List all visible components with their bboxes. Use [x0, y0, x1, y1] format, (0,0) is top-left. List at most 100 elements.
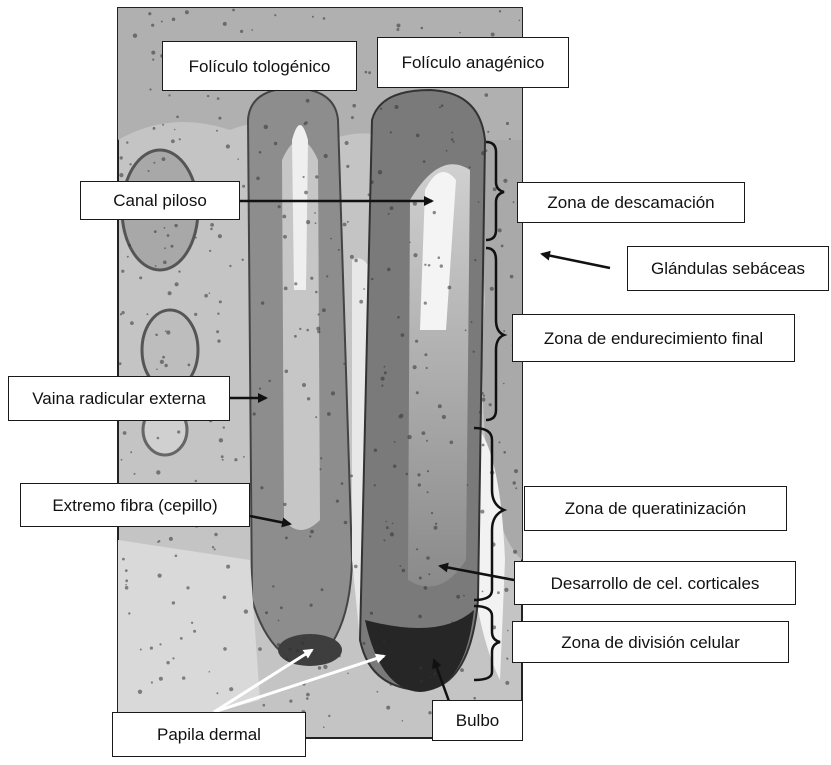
tissue-speckle	[162, 124, 164, 126]
tissue-speckle	[501, 245, 504, 248]
tissue-speckle	[424, 586, 428, 590]
tissue-speckle	[323, 726, 325, 728]
tissue-speckle	[168, 94, 170, 96]
tissue-speckle	[280, 606, 283, 609]
tissue-speckle	[451, 621, 453, 623]
tissue-speckle	[162, 157, 166, 161]
tissue-speckle	[416, 548, 418, 550]
tissue-speckle	[390, 532, 394, 536]
tissue-speckle	[152, 59, 154, 61]
tissue-speckle	[428, 264, 431, 267]
tissue-speckle	[214, 548, 216, 550]
tissue-speckle	[330, 238, 332, 240]
tissue-speckle	[229, 265, 231, 267]
tissue-speckle	[415, 340, 418, 343]
tissue-speckle	[223, 596, 227, 600]
label-shedding-zone: Zona de descamación	[517, 182, 745, 223]
tissue-speckle	[210, 223, 214, 227]
tissue-speckle	[285, 537, 288, 540]
tissue-speckle	[172, 657, 174, 659]
tissue-speckle	[483, 395, 485, 397]
tissue-speckle	[283, 503, 286, 506]
tissue-speckle	[506, 658, 508, 660]
tissue-speckle	[309, 535, 311, 537]
tissue-speckle	[498, 228, 502, 232]
tissue-speckle	[503, 451, 506, 454]
tissue-speckle	[383, 539, 385, 541]
tissue-speckle	[209, 250, 211, 252]
tissue-speckle	[209, 292, 211, 294]
tissue-speckle	[513, 550, 517, 554]
tissue-speckle	[125, 569, 128, 572]
tissue-speckle	[178, 270, 180, 272]
tissue-speckle	[327, 412, 331, 416]
tissue-speckle	[214, 533, 217, 536]
tissue-speckle	[282, 215, 286, 219]
tissue-speckle	[310, 277, 313, 280]
label-hair-canal: Canal piloso	[80, 181, 240, 220]
tissue-speckle	[347, 221, 349, 223]
tissue-speckle	[153, 127, 156, 130]
tissue-speckle	[365, 71, 368, 74]
tissue-speckle	[212, 546, 214, 548]
tissue-speckle	[509, 138, 511, 140]
label-outer-root-sheath: Vaina radicular externa	[8, 376, 230, 421]
tissue-speckle	[343, 363, 345, 365]
tissue-speckle	[123, 431, 127, 435]
tissue-speckle	[217, 339, 220, 342]
tissue-speckle	[431, 512, 433, 514]
tissue-speckle	[307, 397, 310, 400]
tissue-speckle	[513, 201, 515, 203]
tissue-speckle	[380, 108, 382, 110]
tissue-speckle	[158, 540, 160, 542]
tissue-speckle	[418, 483, 421, 486]
tissue-speckle	[315, 416, 317, 418]
tissue-speckle	[204, 294, 208, 298]
tissue-speckle	[285, 370, 289, 374]
tissue-speckle	[463, 595, 465, 597]
tissue-speckle	[133, 34, 137, 38]
tissue-speckle	[450, 441, 454, 445]
tissue-speckle	[195, 237, 197, 239]
tissue-speckle	[314, 212, 316, 214]
tissue-speckle	[503, 330, 505, 332]
tissue-speckle	[223, 426, 225, 428]
tissue-speckle	[490, 287, 494, 291]
tissue-speckle	[194, 313, 197, 316]
tissue-speckle	[323, 665, 327, 669]
tissue-speckle	[336, 500, 339, 503]
tissue-speckle	[427, 470, 429, 472]
tissue-speckle	[469, 166, 471, 168]
tissue-speckle	[120, 313, 122, 315]
tissue-speckle	[451, 132, 453, 134]
label-fiber-end-brush: Extremo fibra (cepillo)	[20, 483, 250, 527]
tissue-speckle	[155, 265, 157, 267]
tissue-speckle	[427, 491, 429, 493]
tissue-speckle	[244, 609, 248, 613]
tissue-speckle	[125, 579, 128, 582]
tissue-speckle	[221, 455, 224, 458]
tissue-speckle	[485, 150, 487, 152]
tissue-speckle	[125, 586, 129, 590]
tissue-speckle	[303, 638, 305, 640]
tissue-speckle	[419, 666, 423, 670]
tissue-speckle	[471, 321, 473, 323]
tissue-speckle	[460, 668, 464, 672]
tissue-speckle	[243, 456, 245, 458]
tissue-speckle	[218, 234, 222, 238]
tissue-speckle	[346, 165, 349, 168]
tissue-speckle	[294, 335, 297, 338]
tissue-speckle	[390, 131, 392, 133]
tissue-speckle	[441, 104, 444, 107]
tissue-speckle	[426, 367, 428, 369]
tissue-speckle	[489, 403, 492, 406]
tissue-speckle	[175, 282, 179, 286]
tissue-speckle	[320, 457, 322, 459]
tissue-speckle	[390, 206, 394, 210]
tissue-speckle	[299, 328, 301, 330]
label-anagen-follicle: Folículo anagénico	[377, 37, 569, 88]
tissue-speckle	[140, 649, 142, 651]
tissue-speckle	[315, 222, 317, 224]
tissue-speckle	[350, 255, 354, 259]
